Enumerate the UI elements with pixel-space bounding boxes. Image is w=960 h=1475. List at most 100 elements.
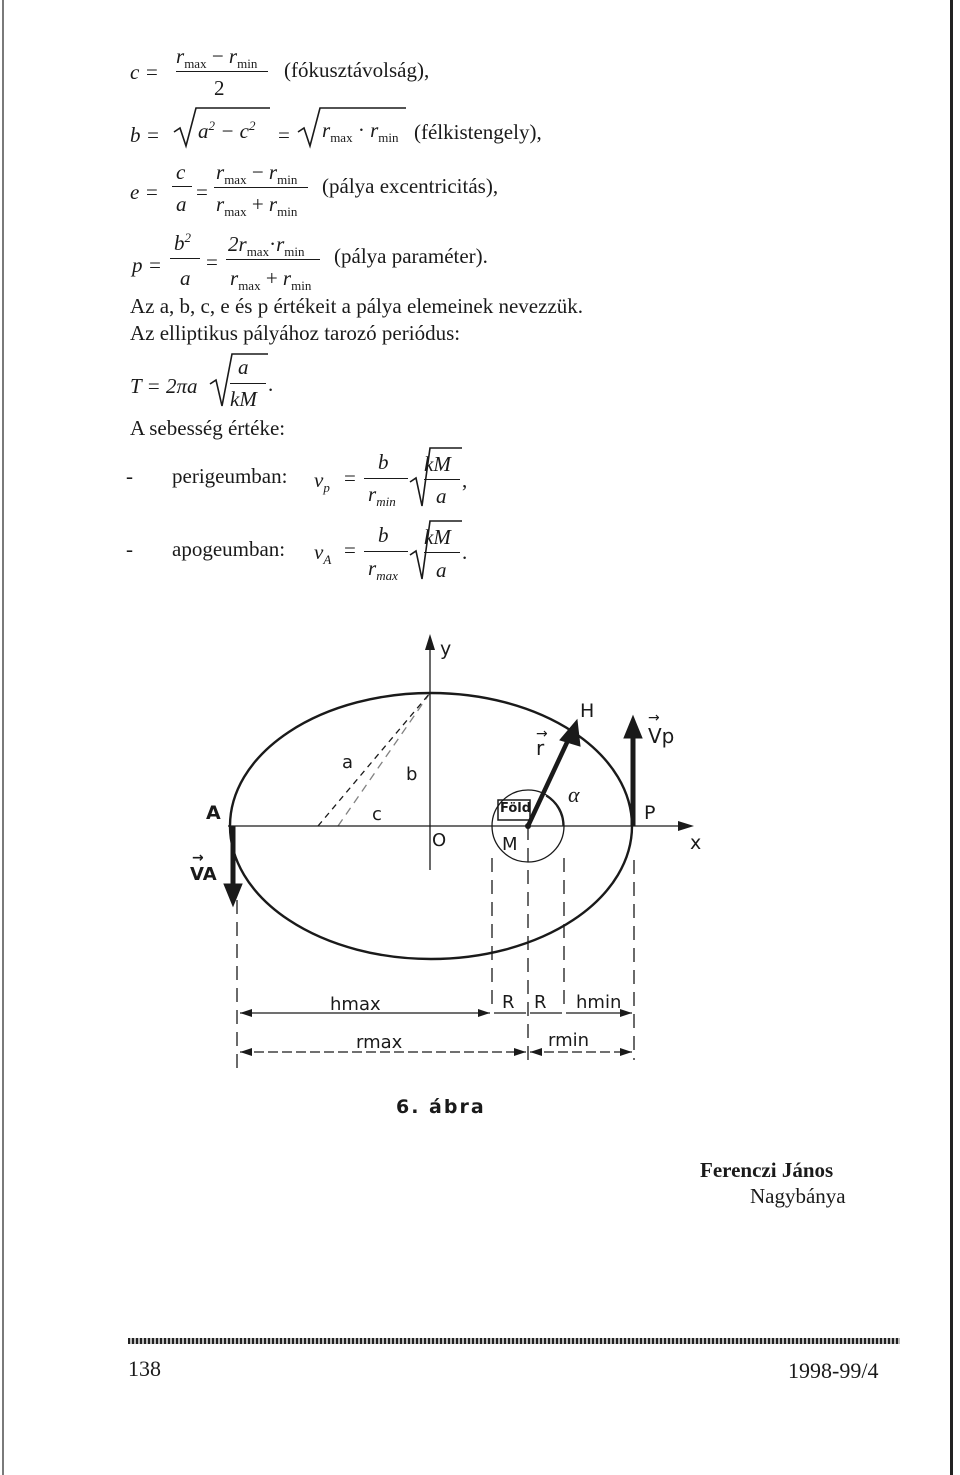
vA-lhs: vA — [314, 540, 331, 568]
arrowhead — [240, 1009, 252, 1017]
min-subscript: min — [237, 56, 258, 72]
vp-lhs: vp — [314, 468, 330, 496]
equals-sign: = — [278, 123, 290, 147]
formula-b-radicand-2: rmax · rmin — [322, 118, 399, 146]
arrowhead — [478, 1009, 490, 1017]
max-subscript: max — [246, 244, 270, 260]
vA-label: apogeumban: — [172, 537, 286, 561]
formula-e-denominator: rmax + rmin — [216, 192, 297, 220]
O-label: O — [432, 830, 447, 851]
formula-c-lhs: c = — [130, 60, 159, 84]
rmin-symbol: r — [370, 118, 379, 142]
formula-b-radicand-1: a2 − c2 — [198, 118, 256, 144]
A-subscript: A — [323, 552, 332, 568]
two-rmax-symbol: 2r — [228, 232, 247, 256]
radical-sign-vp — [409, 447, 462, 507]
radical-sign-1 — [173, 107, 270, 149]
paragraph-line-3: A sebesség értéke: — [130, 416, 286, 440]
minus-sign: − — [251, 160, 264, 184]
formula-c-denominator: 2 — [214, 76, 225, 100]
vA-numerator: b — [378, 523, 389, 547]
min-subscript: min — [376, 494, 396, 510]
formula-e-numerator: rmax − rmin — [216, 160, 297, 188]
vp-radical-denominator: a — [436, 484, 447, 508]
y-axis-arrowhead — [425, 634, 435, 650]
vp-end: , — [462, 468, 468, 492]
plus-sign: + — [265, 266, 278, 290]
fraction-bar — [424, 479, 460, 481]
vp-numerator: b — [378, 450, 389, 474]
vA-radical-numerator: kM — [424, 525, 451, 549]
v-symbol: v — [314, 540, 324, 564]
fraction-bar — [230, 383, 266, 385]
b-symbol: b — [174, 231, 185, 255]
rmax-label: rmax — [356, 1032, 403, 1053]
R-left-label: R — [502, 992, 515, 1013]
max-subscript: max — [184, 56, 207, 72]
rmax-symbol: r — [216, 192, 225, 216]
formula-p-comment: (pálya paraméter). — [334, 244, 488, 268]
formula-T-end: . — [268, 372, 274, 396]
x-axis-label: x — [690, 832, 702, 854]
author-name: Ferenczi János — [700, 1158, 834, 1182]
r-vector-label: →r — [536, 726, 548, 760]
earth-label-box — [497, 799, 531, 821]
P-label: P — [644, 802, 656, 824]
footer-rule — [128, 1338, 900, 1344]
formula-e-lhs: e = — [130, 180, 159, 204]
VA-label: →VA — [190, 850, 217, 885]
arrowhead — [620, 1048, 632, 1056]
r-symbol: r — [368, 556, 377, 580]
c-symbol: c — [239, 119, 249, 143]
min-subscript: min — [284, 244, 305, 260]
rmin-label: rmin — [548, 1030, 590, 1051]
radical-sign-2 — [297, 107, 406, 149]
minus-sign: − — [211, 44, 224, 68]
fraction-bar — [214, 187, 308, 189]
formula-c-numerator: rmax − rmin — [176, 44, 257, 72]
vp-dash: - — [126, 464, 133, 488]
rmin-symbol: r — [268, 160, 278, 184]
p-subscript: p — [323, 480, 330, 496]
arrowhead — [240, 1048, 252, 1056]
x-axis-arrowhead — [678, 821, 694, 831]
minus-sign: − — [215, 119, 240, 143]
rmax-symbol: r — [216, 160, 225, 184]
rmax-symbol: r — [230, 266, 239, 290]
max-subscript: max — [224, 172, 247, 188]
fraction-bar — [364, 478, 408, 480]
scan-edge-left — [2, 0, 4, 1475]
vp-label: perigeumban: — [172, 464, 288, 488]
scan-edge-right — [950, 0, 953, 1475]
vA-radical-denominator: a — [436, 558, 447, 582]
fraction-bar — [172, 186, 192, 188]
author-place: Nagybánya — [750, 1184, 846, 1208]
figure-caption: 6. ábra — [396, 1096, 486, 1118]
a-symbol: a — [198, 119, 209, 143]
page-number: 138 — [128, 1356, 161, 1381]
radius-vector — [525, 718, 581, 827]
formula-T-denominator: kM — [230, 387, 257, 411]
paragraph-line-1: Az a, b, c, e és p értékeit a pálya elem… — [130, 294, 584, 318]
formula-p-denominator: rmax + rmin — [230, 266, 311, 294]
rmin-symbol: r — [268, 192, 278, 216]
formula-T-numerator: a — [238, 355, 249, 379]
formula-p-lhs: p = — [132, 253, 162, 277]
formula-c-comment: (fókusztávolság), — [284, 58, 430, 82]
formula-T-lhs: T = 2πa — [130, 374, 198, 398]
vp-arrow — [623, 714, 643, 826]
fraction-bar — [424, 552, 460, 554]
fraction-bar — [364, 551, 408, 553]
c-over-a-numerator: c — [176, 160, 186, 184]
y-axis-label: y — [440, 638, 452, 660]
rmin-symbol: r — [276, 232, 285, 256]
min-subscript: min — [277, 172, 298, 188]
equals-sign: = — [196, 180, 208, 204]
rmax-symbol: r — [322, 118, 331, 142]
R-right-label: R — [534, 992, 547, 1013]
max-subscript: max — [376, 568, 398, 584]
max-subscript: max — [238, 278, 261, 294]
equals-sign: = — [206, 250, 218, 274]
VA-text: VA — [190, 864, 217, 885]
c-over-a-denominator: a — [176, 192, 187, 216]
